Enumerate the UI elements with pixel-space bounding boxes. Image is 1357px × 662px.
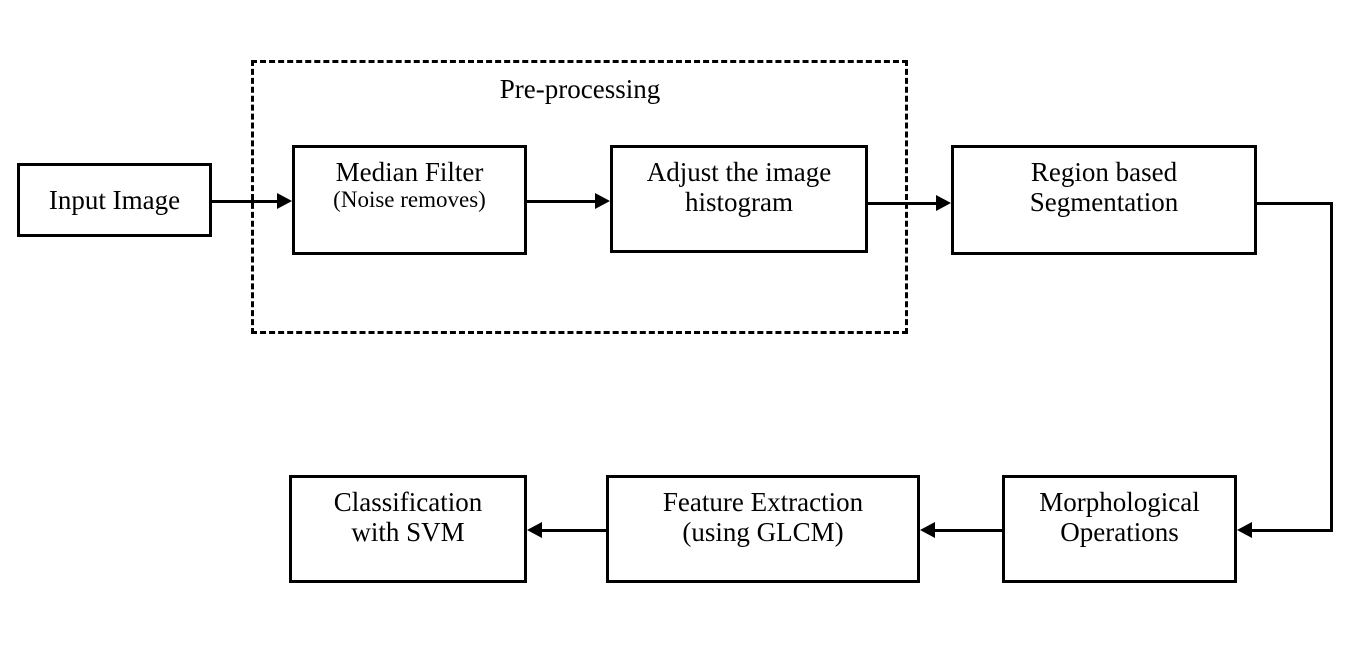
edge-input-to-median-arrowhead <box>277 193 292 209</box>
edge-region-to-morphological-vertical-segment <box>1330 202 1333 529</box>
node-input-image[interactable]: Input Image <box>17 163 212 237</box>
node-adjust-histogram[interactable]: Adjust the image histogram <box>610 145 868 253</box>
node-median-filter-line1: Median Filter <box>335 157 484 187</box>
edge-median-to-histogram-arrowhead <box>595 193 610 209</box>
node-input-image-line1: Input Image <box>48 184 181 215</box>
node-adjust-histogram-line1: Adjust the image <box>646 157 832 187</box>
edge-histogram-to-region-line <box>868 202 937 205</box>
node-median-filter[interactable]: Median Filter (Noise removes) <box>292 145 527 255</box>
edge-feature-to-classification-arrowhead <box>527 522 542 538</box>
node-feature-extraction[interactable]: Feature Extraction (using GLCM) <box>606 475 920 583</box>
edge-median-to-histogram-line <box>527 200 596 203</box>
edge-region-to-morphological-bottom-segment <box>1252 529 1333 532</box>
node-region-segmentation-line2: Segmentation <box>1029 187 1179 218</box>
node-median-filter-line2: (Noise removes) <box>333 187 486 213</box>
node-morphological-operations[interactable]: Morphological Operations <box>1002 475 1237 583</box>
node-feature-extraction-line1: Feature Extraction <box>662 487 864 517</box>
node-classification-svm-line2: with SVM <box>351 517 465 548</box>
node-region-segmentation-line1: Region based <box>1030 157 1178 187</box>
edge-region-to-morphological-top-segment <box>1257 202 1333 205</box>
node-classification-svm-line1: Classification <box>333 487 483 517</box>
edge-morphological-to-feature-line <box>935 529 1002 532</box>
node-feature-extraction-line2: (using GLCM) <box>682 517 844 548</box>
edge-feature-to-classification-line <box>542 529 606 532</box>
node-region-segmentation[interactable]: Region based Segmentation <box>951 145 1257 255</box>
group-pre-processing-label: Pre-processing <box>499 74 661 104</box>
node-classification-svm[interactable]: Classification with SVM <box>289 475 527 583</box>
edge-morphological-to-feature-arrowhead <box>920 522 935 538</box>
group-pre-processing <box>251 60 908 334</box>
node-adjust-histogram-line2: histogram <box>685 187 793 218</box>
node-morphological-operations-line1: Morphological <box>1039 487 1200 517</box>
edge-region-to-morphological-arrowhead <box>1237 522 1252 538</box>
node-morphological-operations-line2: Operations <box>1060 517 1179 548</box>
edge-input-to-median-line <box>212 200 278 203</box>
edge-histogram-to-region-arrowhead <box>936 195 951 211</box>
